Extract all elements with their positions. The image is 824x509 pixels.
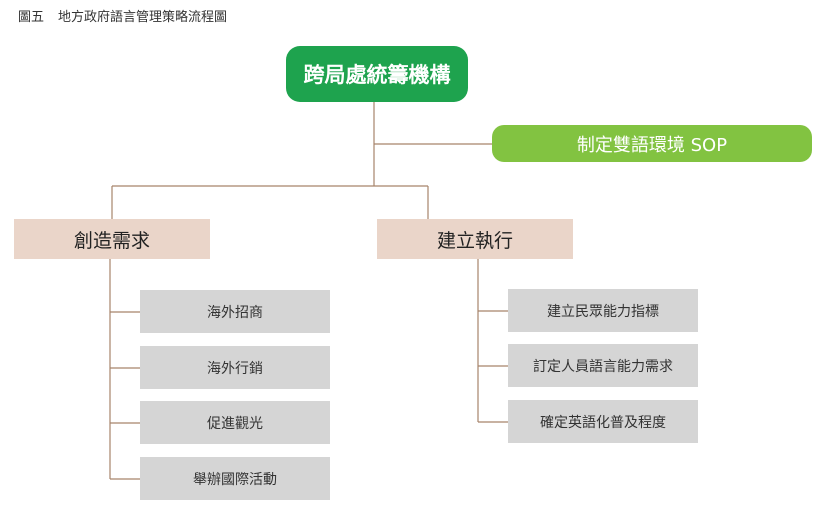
leaf-node: 建立民眾能力指標 (508, 289, 698, 332)
leaf-node: 促進觀光 (140, 401, 330, 444)
branch-build-execution: 建立執行 (377, 219, 573, 259)
root-node: 跨局處統籌機構 (286, 46, 468, 102)
leaf-node: 舉辦國際活動 (140, 457, 330, 500)
figure-title-text: 地方政府語言管理策略流程圖 (58, 10, 228, 25)
sop-node: 制定雙語環境 SOP (492, 125, 812, 162)
branch-create-demand: 創造需求 (14, 219, 210, 259)
leaf-node: 海外招商 (140, 290, 330, 333)
figure-label: 圖五 (18, 10, 45, 25)
leaf-node: 訂定人員語言能力需求 (508, 344, 698, 387)
leaf-node: 海外行銷 (140, 346, 330, 389)
leaf-node: 確定英語化普及程度 (508, 400, 698, 443)
figure-title: 圖五地方政府語言管理策略流程圖 (18, 6, 227, 25)
